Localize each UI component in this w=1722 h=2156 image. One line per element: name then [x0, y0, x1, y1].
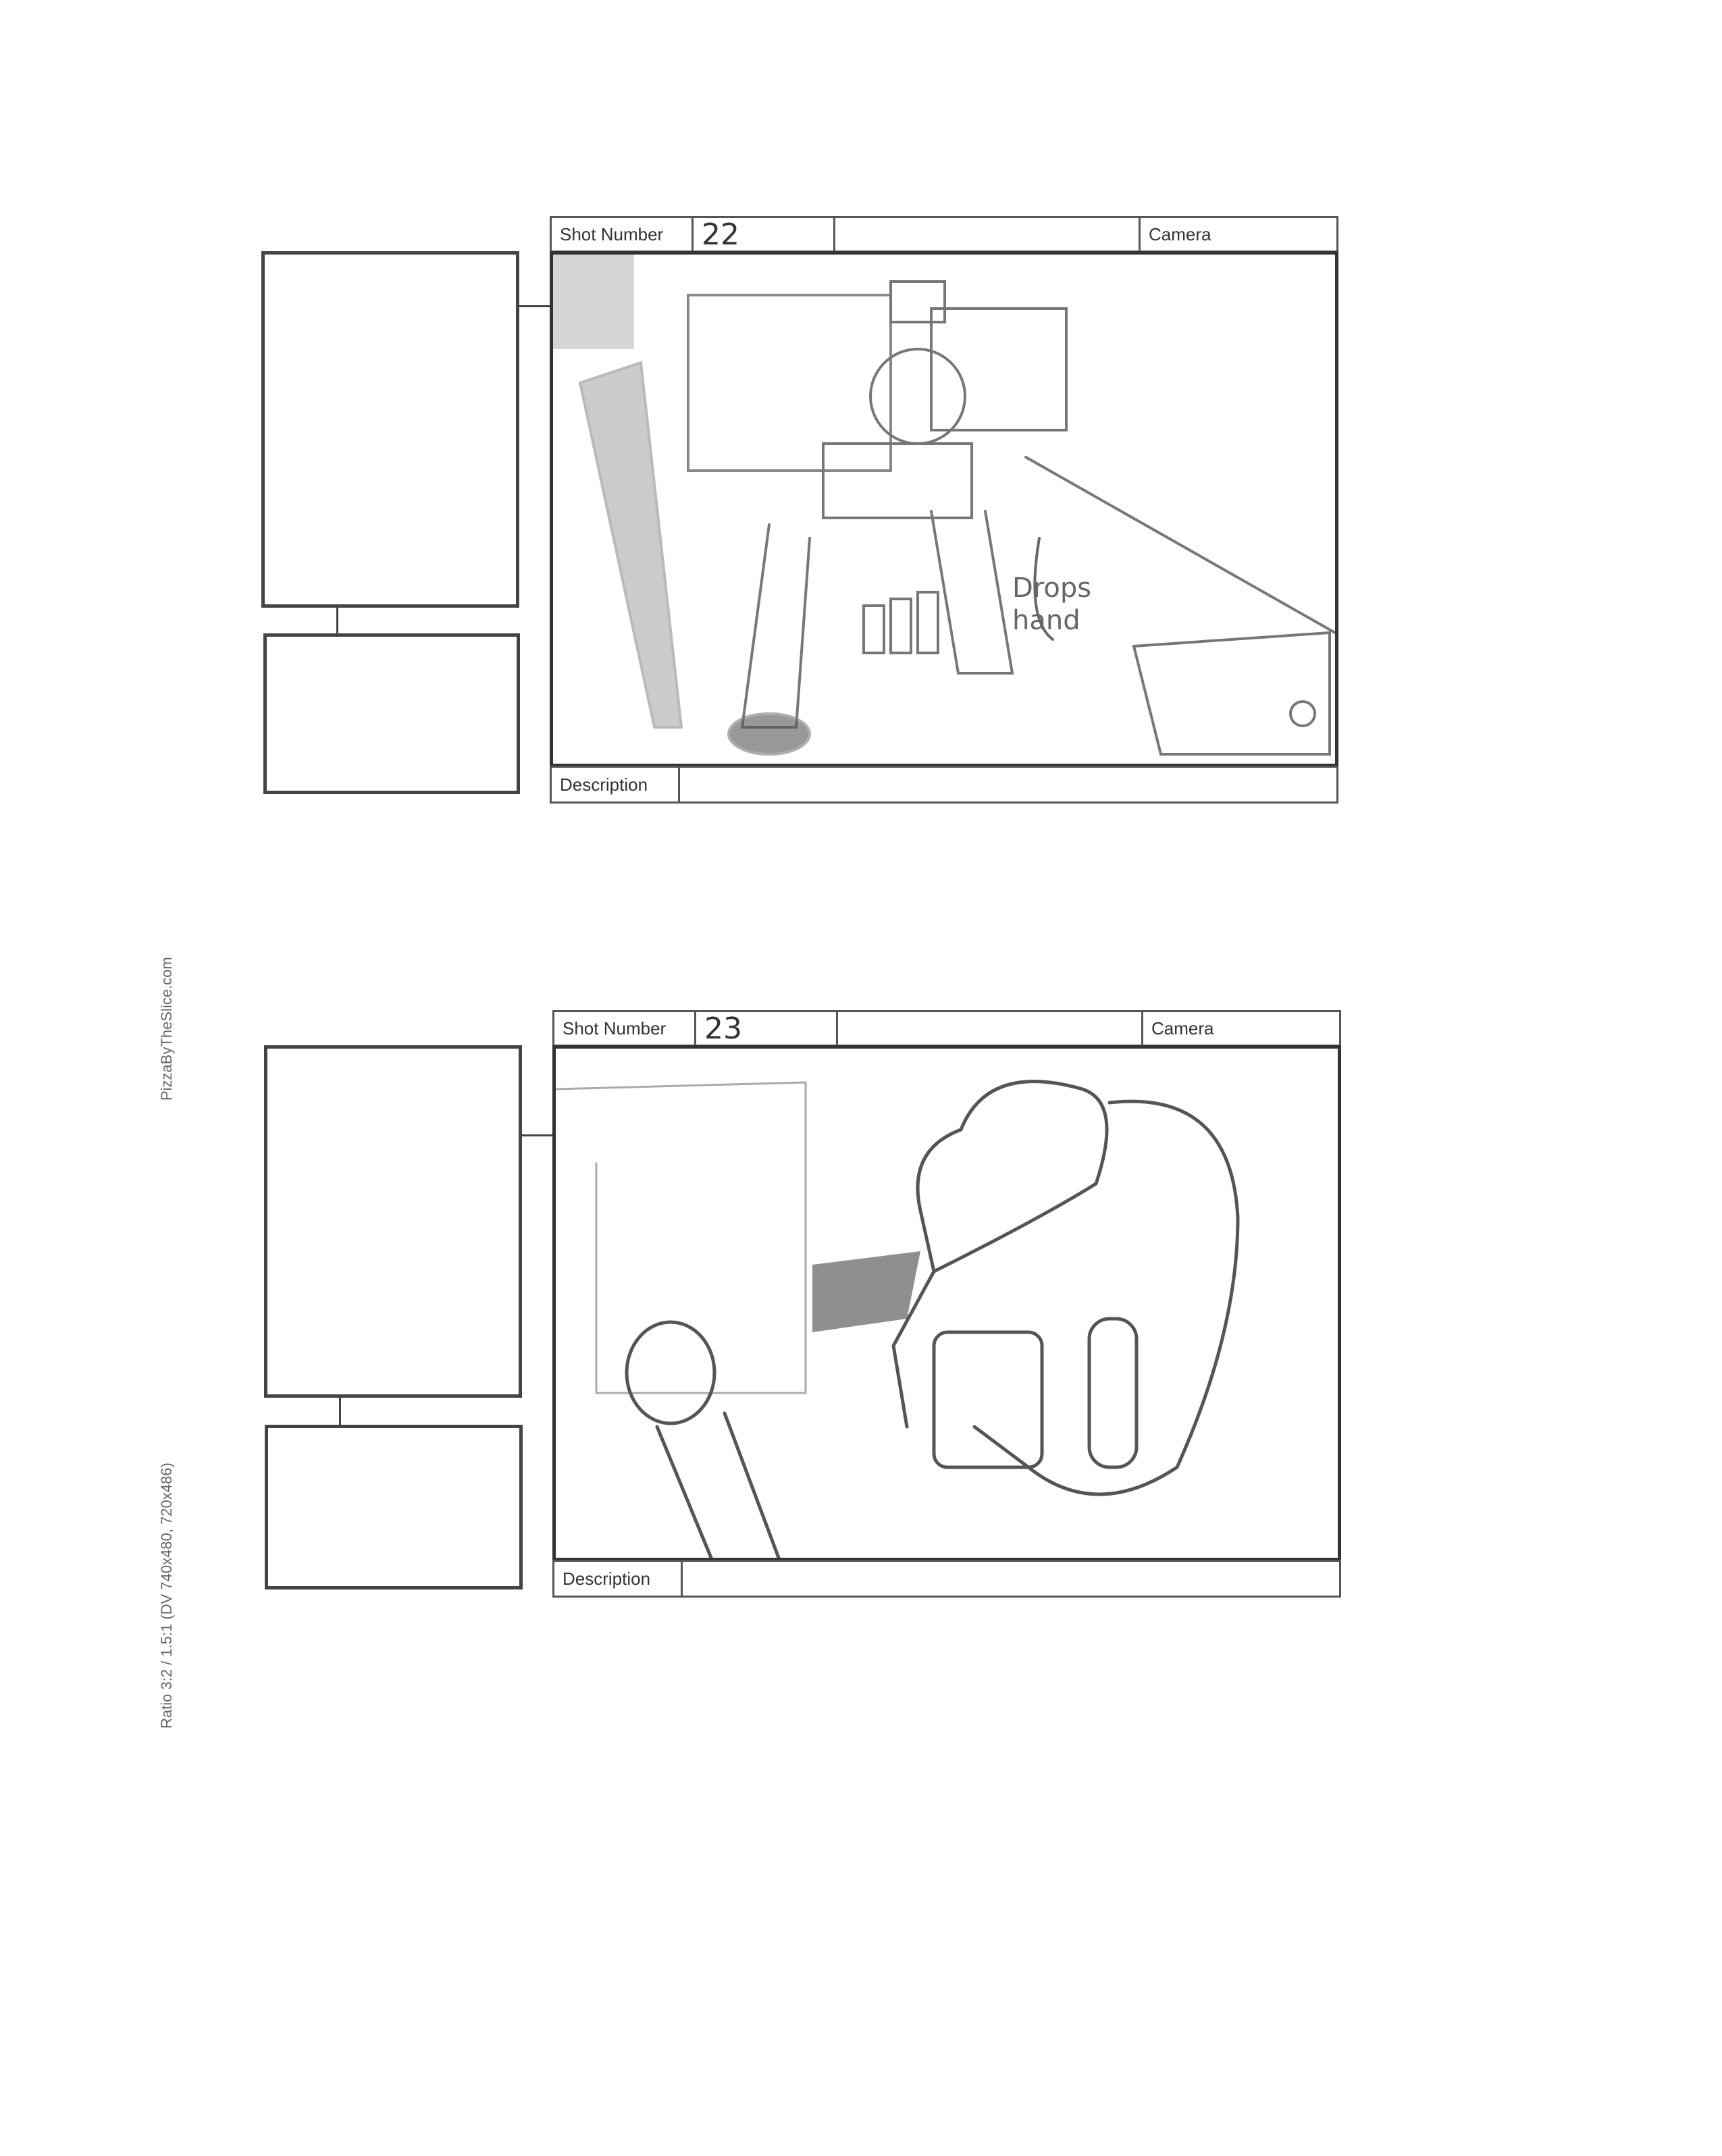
shot-middle-field[interactable]: [838, 1012, 1143, 1045]
camera-label: Camera: [1149, 224, 1211, 244]
description-label: Description: [552, 768, 680, 801]
thumbnail-box-small: [263, 633, 520, 794]
thumbnail-box-large: [264, 1045, 522, 1398]
description-field[interactable]: [680, 768, 1336, 801]
camera-label: Camera: [1151, 1018, 1214, 1038]
shot-number-value[interactable]: 22: [694, 217, 835, 252]
thumbnail-box-large: [261, 251, 519, 608]
shot-header: Shot Number 22 Camera: [550, 216, 1338, 253]
connector-line: [339, 1398, 341, 1426]
shot-number-value[interactable]: 23: [696, 1011, 838, 1046]
sketch-frame: Drops hand: [550, 251, 1338, 767]
hand-sketch-icon: [556, 1080, 1240, 1558]
shot-number-label: Shot Number: [554, 1012, 696, 1045]
shot-header: Shot Number 23 Camera: [552, 1010, 1341, 1047]
description-row: Description: [552, 1560, 1341, 1598]
thumbnail-box-small: [265, 1425, 523, 1589]
description-label: Description: [554, 1562, 683, 1596]
sketch-frame: [552, 1045, 1341, 1561]
robot-sketch-icon: [553, 255, 1335, 756]
description-field[interactable]: [683, 1562, 1339, 1596]
site-credit-text: PizzaByTheSlice.com: [158, 957, 175, 1101]
connector-line: [336, 608, 338, 635]
shot-middle-field[interactable]: [835, 218, 1141, 251]
description-row: Description: [550, 766, 1338, 804]
ratio-info-text: Ratio 3:2 / 1.5:1 (DV 740x480, 720x486): [158, 1463, 175, 1729]
connector-line: [521, 1134, 556, 1136]
sketch-annotation: Drops hand: [1012, 573, 1092, 636]
shot-number-label: Shot Number: [552, 218, 694, 251]
connector-line: [519, 305, 554, 307]
